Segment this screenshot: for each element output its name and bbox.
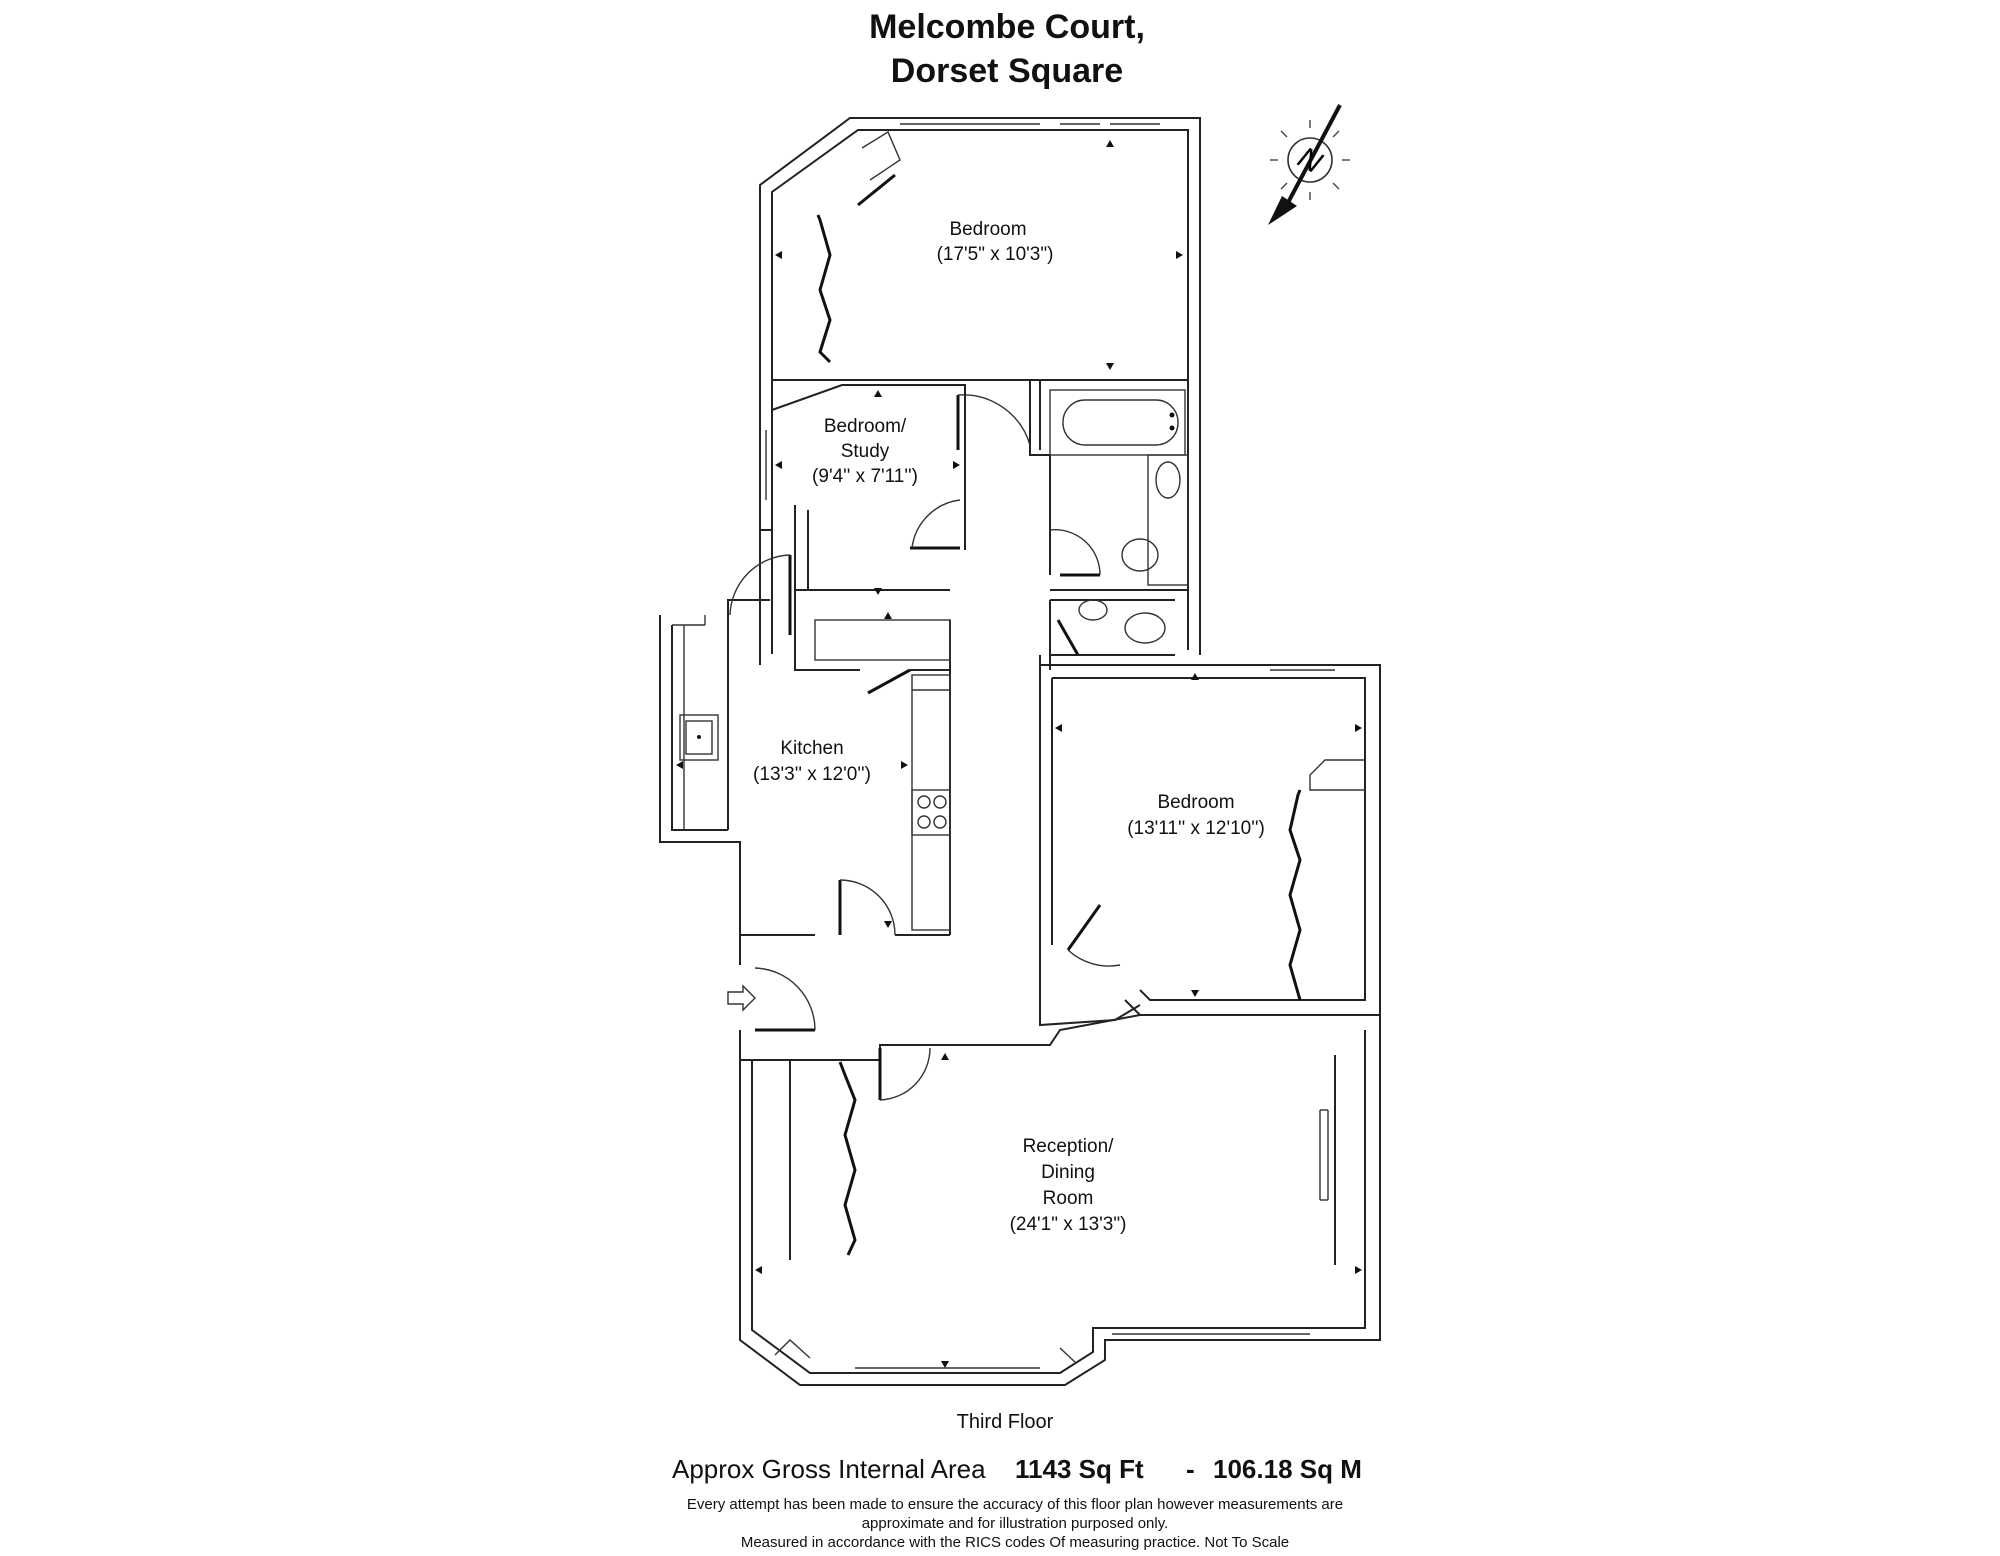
area-separator: - xyxy=(1186,1454,1195,1484)
floor-label: Third Floor xyxy=(957,1411,1054,1433)
kitchen-name: Kitchen xyxy=(780,738,843,759)
bathroom-walls xyxy=(1029,380,1200,670)
reception-name-1: Reception/ xyxy=(1023,1136,1115,1157)
reception-size: (24'1" x 13'3") xyxy=(1010,1214,1127,1235)
entrance-walls xyxy=(727,935,1141,1061)
compass-icon: N xyxy=(1268,104,1350,225)
plan-title-line1: Melcombe Court, xyxy=(869,8,1145,46)
bedroom-right-size: (13'11'' x 12'10'') xyxy=(1127,818,1265,839)
bedroom-study-name-2: Study xyxy=(841,441,890,462)
bedroom-top-walls xyxy=(759,117,1201,665)
bedroom-study-name-1: Bedroom/ xyxy=(824,416,907,437)
disclaimer-line3: Measured in accordance with the RICS cod… xyxy=(741,1534,1289,1551)
bedroom-right-name: Bedroom xyxy=(1157,792,1234,813)
disclaimer-line1: Every attempt has been made to ensure th… xyxy=(687,1496,1343,1513)
bedroom-right-walls xyxy=(1040,664,1381,1016)
area-sqm: 106.18 Sq M xyxy=(1213,1454,1362,1484)
compass-north-label: N xyxy=(1292,141,1327,180)
area-label: Approx Gross Internal Area xyxy=(672,1454,986,1484)
reception-walls xyxy=(739,1014,1381,1386)
entrance-arrow-icon xyxy=(727,984,756,1012)
kitchen-size: (13'3'' x 12'0'') xyxy=(753,764,871,785)
area-sqft: 1143 Sq Ft xyxy=(1015,1454,1144,1484)
reception-name-3: Room xyxy=(1043,1188,1094,1209)
disclaimer-line2: approximate and for illustration purpose… xyxy=(862,1515,1169,1532)
hallway-walls xyxy=(949,380,1041,1000)
bedroom-study-size: (9'4'' x 7'11'') xyxy=(812,466,918,487)
reception-name-2: Dining xyxy=(1041,1162,1095,1183)
bedroom-top-size: (17'5" x 10'3") xyxy=(937,244,1054,265)
kitchen-walls xyxy=(659,554,951,936)
dimension-markers xyxy=(676,140,1362,1368)
plan-title-line2: Dorset Square xyxy=(891,52,1123,90)
bedroom-top-name: Bedroom xyxy=(949,219,1026,240)
